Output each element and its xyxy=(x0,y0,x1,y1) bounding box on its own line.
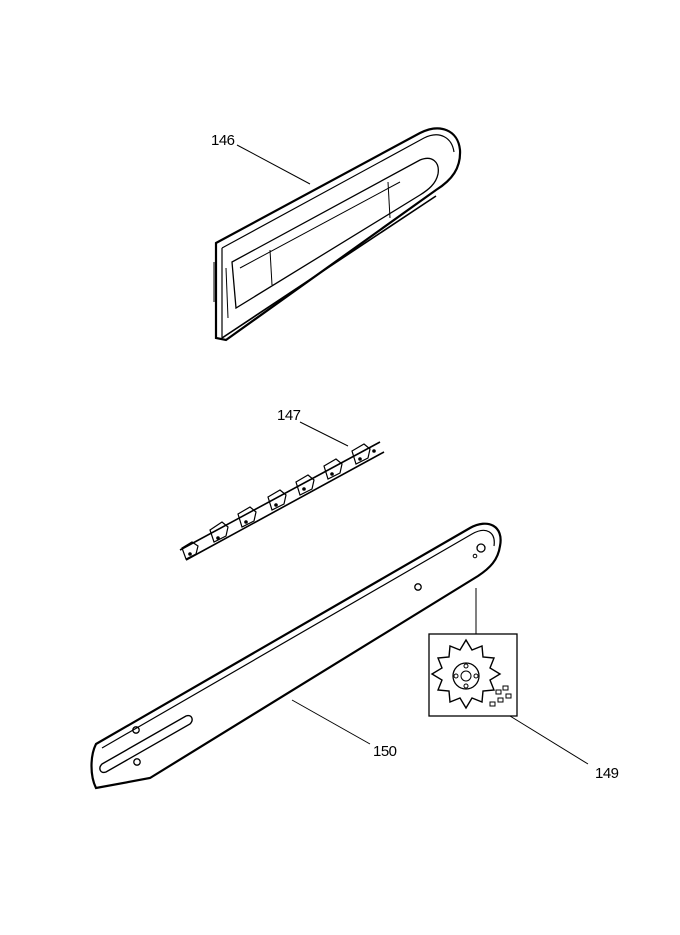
part-147-saw-chain xyxy=(179,441,385,561)
callout-147: 147 xyxy=(277,407,301,424)
leader-150 xyxy=(291,699,371,745)
part-149-sprocket-inset xyxy=(428,633,518,717)
part-146-bar-cover xyxy=(213,127,462,342)
leader-lines xyxy=(236,144,589,765)
leader-146 xyxy=(236,144,311,185)
callout-149: 149 xyxy=(595,765,619,782)
leader-147 xyxy=(299,421,349,447)
callout-146: 146 xyxy=(211,132,235,149)
part-150-guide-bar xyxy=(90,522,502,790)
leader-149-lower xyxy=(509,715,589,765)
callout-150: 150 xyxy=(373,743,397,760)
